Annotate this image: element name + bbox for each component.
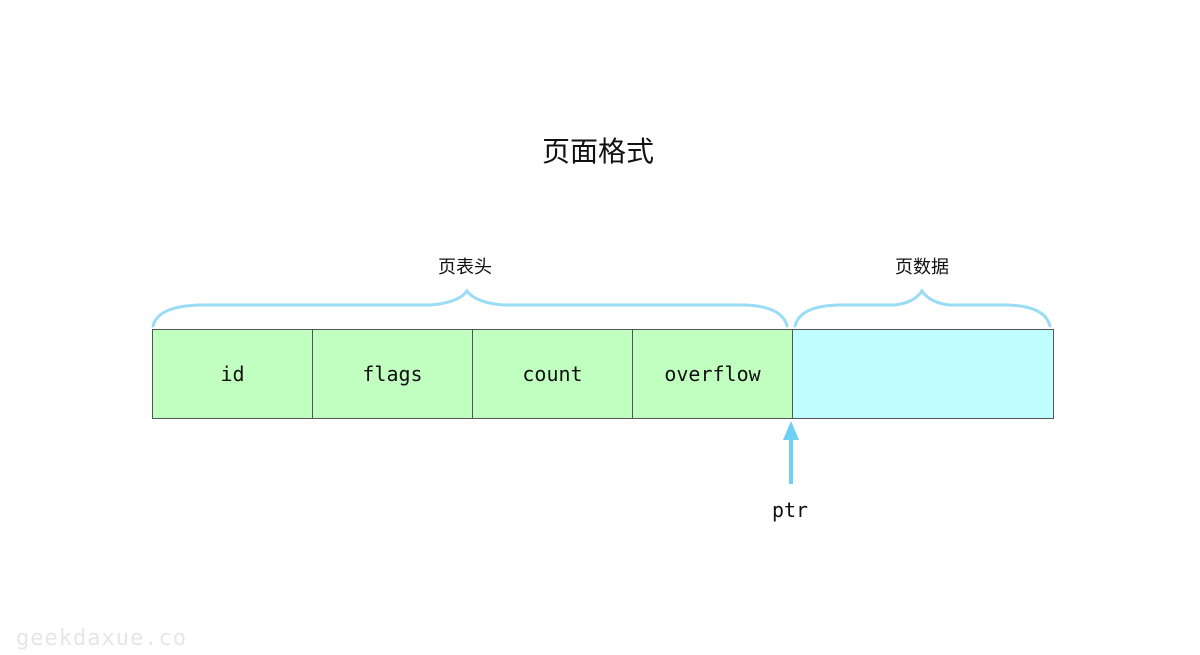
field-overflow: overflow (632, 329, 793, 419)
ptr-arrow-head (783, 421, 799, 440)
page-data-label: 页数据 (895, 257, 949, 278)
page-header-label: 页表头 (438, 257, 492, 278)
field-count: count (472, 329, 633, 419)
diagram-title: 页面格式 (541, 135, 654, 168)
watermark: geekdaxue.co (16, 626, 187, 651)
field-flags: flags (312, 329, 473, 419)
field-page-data (792, 329, 1054, 419)
page-data-brace (793, 288, 1052, 328)
ptr-label: ptr (771, 498, 809, 522)
page-header-brace (151, 288, 789, 328)
field-id: id (152, 329, 313, 419)
